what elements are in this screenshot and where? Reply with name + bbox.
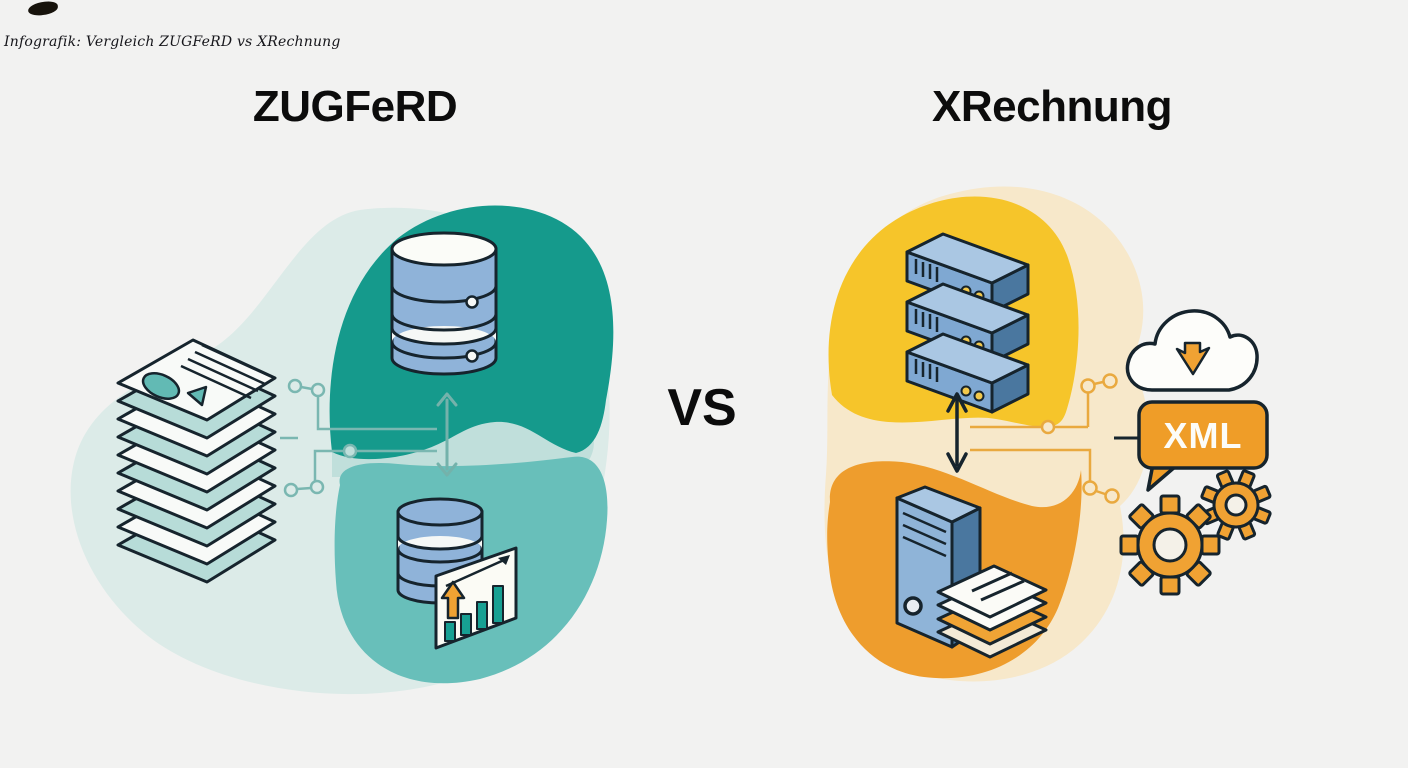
title-xrechnung: XRechnung <box>932 82 1172 131</box>
caption: Infografik: Vergleich ZUGFeRD vs XRechnu… <box>4 34 341 50</box>
data-sync-arrow-right-icon <box>946 392 968 473</box>
title-zugferd: ZUGFeRD <box>252 82 458 131</box>
gear-large <box>1119 494 1221 596</box>
data-sync-arrow-left-icon <box>436 392 458 477</box>
database-large-icon <box>390 231 498 376</box>
gear-small <box>1200 469 1272 541</box>
gears-icon <box>1119 469 1272 596</box>
document-stack-icon <box>116 338 277 584</box>
xml-badge-text: XML <box>1164 415 1243 456</box>
server-rack-stack-icon <box>905 232 1030 414</box>
zugferd-illustration <box>70 205 614 695</box>
circuit-nodes-right-icon <box>970 373 1120 504</box>
xml-message-bubble-icon: XML <box>1137 400 1269 492</box>
cloud-download-icon <box>1125 309 1259 392</box>
xrechnung-illustration: XML <box>824 186 1272 682</box>
bar-chart-card-icon <box>434 546 518 650</box>
vs-label: VS <box>667 379 737 437</box>
circuit-nodes-left-icon <box>280 378 437 498</box>
corner-ink-mark <box>27 0 59 17</box>
invoice-papers-icon <box>936 564 1048 659</box>
